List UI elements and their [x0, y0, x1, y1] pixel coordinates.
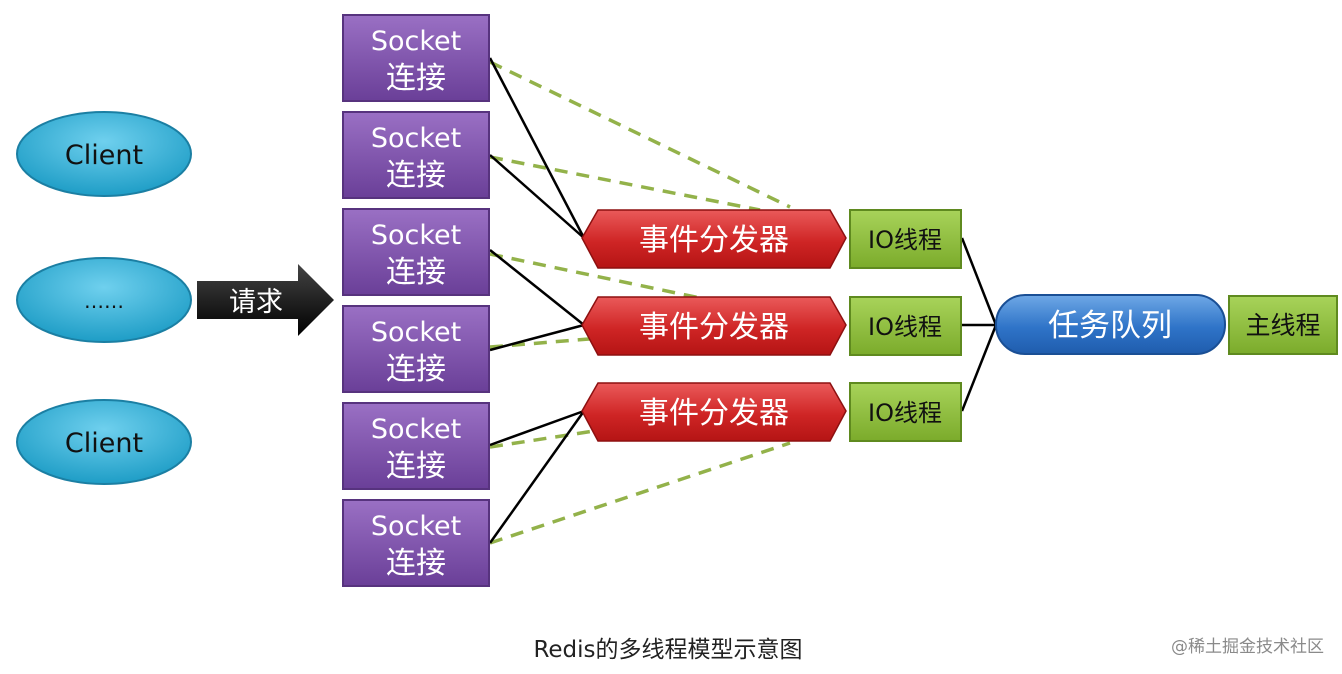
caption: Redis的多线程模型示意图 [533, 637, 802, 663]
socket-sublabel: 连接 [386, 61, 446, 96]
socket-label: Socket [371, 220, 461, 251]
socket-label: Socket [371, 511, 461, 542]
socket-box-4: Socket 连接 [342, 305, 490, 393]
socket-box-3: Socket 连接 [342, 208, 490, 296]
socket-box-2: Socket 连接 [342, 111, 490, 199]
client-label: …… [84, 289, 124, 313]
socket-label: Socket [371, 123, 461, 154]
socket-label: Socket [371, 414, 461, 445]
socket-label: Socket [371, 317, 461, 348]
watermark: @稀土掘金技术社区 [1171, 637, 1324, 657]
client-node-3: Client [16, 399, 192, 485]
task-queue: 任务队列 [995, 294, 1226, 355]
socket-box-1: Socket 连接 [342, 14, 490, 102]
main-thread-label: 主线程 [1245, 311, 1320, 340]
request-arrow: 请求 [197, 264, 334, 336]
dashed-connectors [489, 60, 791, 545]
io-thread-1: IO线程 [849, 209, 962, 269]
client-node-2: …… [16, 257, 192, 343]
client-label: Client [65, 140, 143, 171]
socket-label: Socket [371, 26, 461, 57]
socket-sublabel: 连接 [386, 449, 446, 484]
io-thread-2: IO线程 [849, 296, 962, 356]
io-thread-label: IO线程 [868, 226, 942, 254]
io-thread-label: IO线程 [868, 399, 942, 427]
request-label: 请求 [229, 287, 283, 318]
solid-connectors [488, 57, 998, 544]
client-label: Client [65, 428, 143, 459]
socket-box-5: Socket 连接 [342, 402, 490, 490]
main-thread: 主线程 [1228, 295, 1338, 355]
socket-sublabel: 连接 [386, 352, 446, 387]
io-thread-label: IO线程 [868, 313, 942, 341]
dispatcher-label: 事件分发器 [639, 310, 789, 345]
socket-box-6: Socket 连接 [342, 499, 490, 587]
event-dispatcher-2: 事件分发器 [581, 296, 847, 356]
task-queue-label: 任务队列 [1048, 308, 1172, 344]
dispatcher-label: 事件分发器 [639, 396, 789, 431]
socket-sublabel: 连接 [386, 255, 446, 290]
event-dispatcher-3: 事件分发器 [581, 382, 847, 442]
client-node-1: Client [16, 111, 192, 197]
socket-sublabel: 连接 [386, 158, 446, 193]
io-thread-3: IO线程 [849, 382, 962, 442]
dispatcher-label: 事件分发器 [639, 223, 789, 258]
socket-sublabel: 连接 [386, 546, 446, 581]
event-dispatcher-1: 事件分发器 [581, 209, 847, 269]
